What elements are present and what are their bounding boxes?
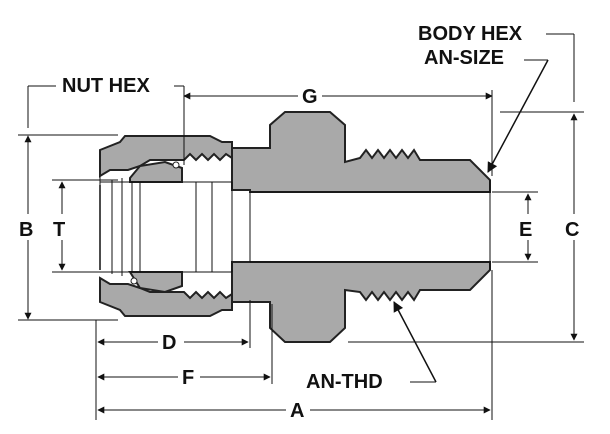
dim-c: C [565, 219, 579, 241]
dim-b: B [19, 219, 33, 241]
an-size-label: AN-SIZE [424, 47, 504, 69]
dim-g: G [302, 86, 318, 108]
body-upper [231, 111, 491, 193]
upper-section [99, 111, 491, 193]
an-thd-label: AN-THD [306, 371, 383, 393]
dim-d: D [162, 332, 176, 354]
body-hex-label: BODY HEX [418, 23, 523, 45]
dim-a: A [290, 400, 304, 422]
nut-upper [99, 135, 233, 178]
nut-lower [99, 276, 233, 317]
dim-t: T [53, 219, 65, 241]
body-lower [231, 261, 491, 343]
nut-hex-label: NUT HEX [62, 75, 150, 97]
dim-e: E [519, 219, 532, 241]
dim-f: F [182, 367, 194, 389]
an-size-leader [487, 59, 549, 173]
lower-section [99, 261, 491, 343]
bore-lines [99, 178, 491, 276]
